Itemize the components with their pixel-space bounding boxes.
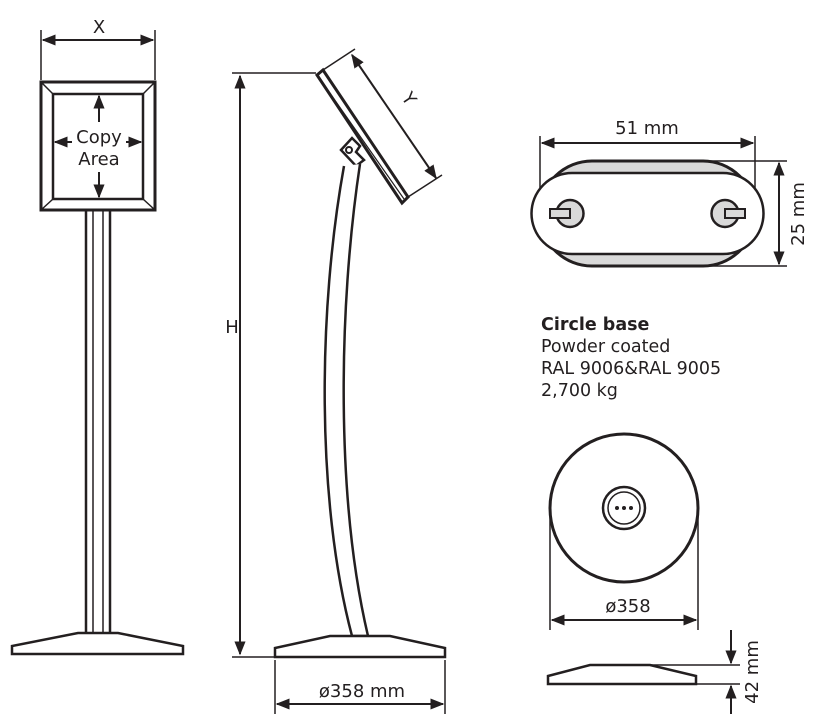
copy-area-label-line2: Area: [78, 149, 119, 170]
base-top-hub-inner: [607, 491, 641, 525]
frame-corner: [142, 81, 156, 95]
side-view: [232, 48, 447, 714]
front-base: [10, 631, 185, 656]
profile-width-label: 51 mm: [615, 118, 679, 139]
base-info-title: Circle base: [541, 315, 650, 335]
base-side-profile: [546, 663, 698, 686]
frame-corner: [40, 198, 54, 211]
base-top-hub-outer: [601, 485, 647, 531]
base-info-block: Circle base Powder coated RAL 9006&RAL 9…: [541, 314, 721, 402]
bracket-pivot: [345, 146, 353, 154]
profile-slot-left: [549, 208, 571, 219]
side-height-label: H: [225, 317, 239, 338]
front-view: [10, 30, 185, 656]
base-top-diameter-label: ø358: [605, 596, 650, 617]
curved-pole: [323, 163, 370, 638]
side-base: [273, 634, 447, 659]
copy-area-label-line1: Copy: [76, 127, 122, 148]
base-side-height-label: 42 mm: [742, 640, 763, 704]
base-top-hole: [629, 506, 633, 510]
depth-extension-top: [322, 48, 356, 71]
tilted-sign-panel-edge: [319, 78, 405, 200]
frame-corner: [40, 81, 54, 95]
frame-corner: [142, 198, 156, 211]
depth-label: Y: [396, 88, 421, 111]
base-info-line3: 2,700 kg: [541, 381, 618, 401]
base-info-line2: RAL 9006&RAL 9005: [541, 359, 722, 379]
profile-section: [530, 136, 787, 268]
side-base-diameter-label: ø358 mm: [319, 681, 405, 702]
profile-inner-cavity: [530, 171, 765, 256]
profile-slot-right: [724, 208, 746, 219]
base-info-line1: Powder coated: [541, 337, 671, 357]
depth-dimension-line: [351, 53, 437, 180]
base-side-view: [546, 630, 740, 714]
front-width-label: X: [93, 17, 105, 38]
base-top-hole: [615, 506, 619, 510]
sign-frame-inner: [51, 92, 145, 201]
sign-frame-outer: [39, 80, 157, 212]
profile-height-label: 25 mm: [788, 182, 809, 246]
depth-extension-bottom: [407, 174, 443, 198]
base-top-hole: [622, 506, 626, 510]
base-top-view: [548, 432, 700, 630]
tilted-sign-panel: [315, 67, 410, 206]
